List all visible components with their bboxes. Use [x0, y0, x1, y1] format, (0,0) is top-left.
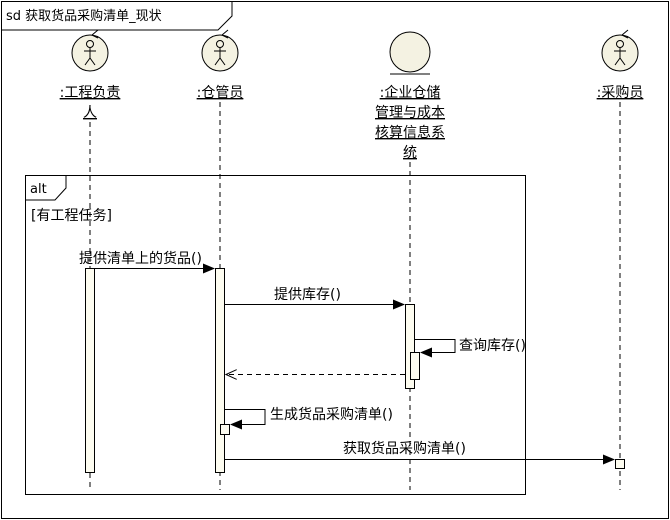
- fragment-operator: alt: [30, 182, 47, 197]
- message-generate-list[interactable]: 生成货品采购清单(): [225, 406, 393, 430]
- message-provide-goods[interactable]: 提供清单上的货品(): [79, 250, 215, 274]
- message-provide-stock[interactable]: 提供库存(): [225, 287, 405, 310]
- message-query-stock[interactable]: 查询库存(): [415, 338, 526, 358]
- message-label: 提供库存(): [274, 287, 341, 303]
- lifeline-label-line: :工程负责: [60, 85, 121, 101]
- lifeline-buyer[interactable]: :采购员: [597, 29, 644, 490]
- message-label: 生成货品采购清单(): [270, 406, 393, 423]
- actor-icon: [71, 29, 109, 72]
- lifeline-label-line: 核算信息系: [375, 124, 445, 141]
- message-label: 获取货品采购清单(): [343, 440, 466, 457]
- alt-fragment[interactable]: alt [有工程任务]: [25, 175, 526, 495]
- message-arrow: [415, 339, 456, 358]
- activation-bar-system: [405, 304, 415, 389]
- activation-bar-buyer: [615, 459, 625, 469]
- message-label: 提供清单上的货品(): [79, 250, 202, 267]
- activation-bar-engineer: [85, 268, 95, 473]
- message-arrow: [225, 409, 266, 430]
- frame-title-tab: [1, 1, 233, 31]
- lifeline-label-line: 管理与成本: [375, 105, 445, 121]
- activation-bar-keeper: [215, 268, 225, 473]
- activation-bar-system-nested: [410, 352, 420, 380]
- lifeline-label-line: 人: [83, 105, 97, 121]
- entity-icon: [389, 31, 431, 75]
- fragment-operator-tab: [25, 175, 67, 201]
- lifeline-label-line: :采购员: [597, 85, 644, 101]
- actor-icon: [201, 29, 239, 72]
- lifeline-system[interactable]: :企业仓储 管理与成本 核算信息系 统: [375, 31, 445, 490]
- fragment-frame: [25, 175, 526, 495]
- fragment-guard: [有工程任务]: [31, 208, 112, 224]
- lifeline-label-line: :仓管员: [197, 85, 244, 101]
- message-get-list[interactable]: 获取货品采购清单(): [225, 440, 615, 465]
- actor-icon: [601, 29, 639, 72]
- message-label: 查询库存(): [459, 338, 526, 354]
- lifeline-label-line: 统: [403, 145, 417, 161]
- lifeline-label-line: :企业仓储: [380, 84, 441, 101]
- frame-title: sd 获取货品采购清单_现状: [6, 8, 162, 24]
- activation-bar-keeper-nested: [220, 424, 230, 435]
